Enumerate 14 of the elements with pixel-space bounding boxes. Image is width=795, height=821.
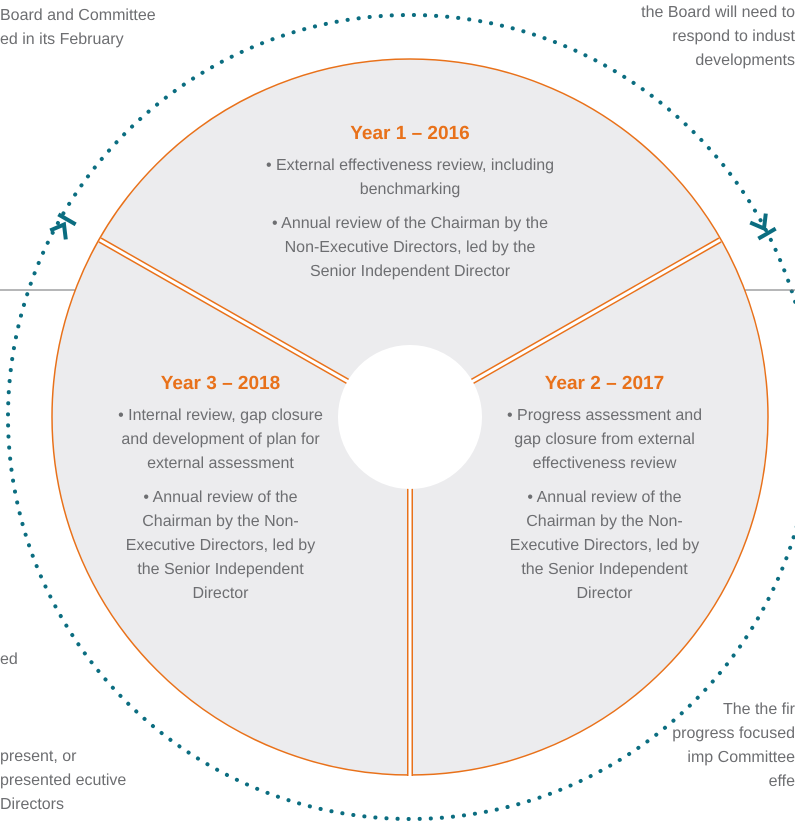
sector-heading: Year 3 – 2018	[160, 372, 282, 396]
bullet-text: • External effectiveness review, including benchmarking	[264, 156, 556, 200]
side-note-text: ed	[0, 650, 19, 670]
sector-heading: Year 2 – 2017	[544, 372, 666, 396]
bullet-text: • Progress assessment and gap closure from external effectiveness review	[506, 406, 704, 474]
bullet-text: • Annual review of the Chairman by the Non-Executive Directors, led by the Senior Independent Director	[508, 488, 700, 604]
sector-heading: Year 1 – 2016	[349, 122, 471, 146]
side-note-text: present, or presented ecutive Directors	[0, 747, 128, 815]
side-note-text: Board and Committee ed in its February	[0, 6, 157, 50]
bullet-text: • Annual review of the Chairman by the Non-Executive Directors, led by the Senior Independent Director	[124, 488, 316, 604]
side-note-text: the Board will need to respond to indust developments	[640, 3, 795, 71]
side-note-text: The the fir progress focused imp Committee effe	[671, 700, 795, 792]
bullet-text: • Annual review of the Chairman by the Non-Executive Directors, led by the Senior Independent Director	[271, 214, 549, 282]
bullet-text: • Internal review, gap closure and development of plan for external assessment	[118, 406, 323, 474]
